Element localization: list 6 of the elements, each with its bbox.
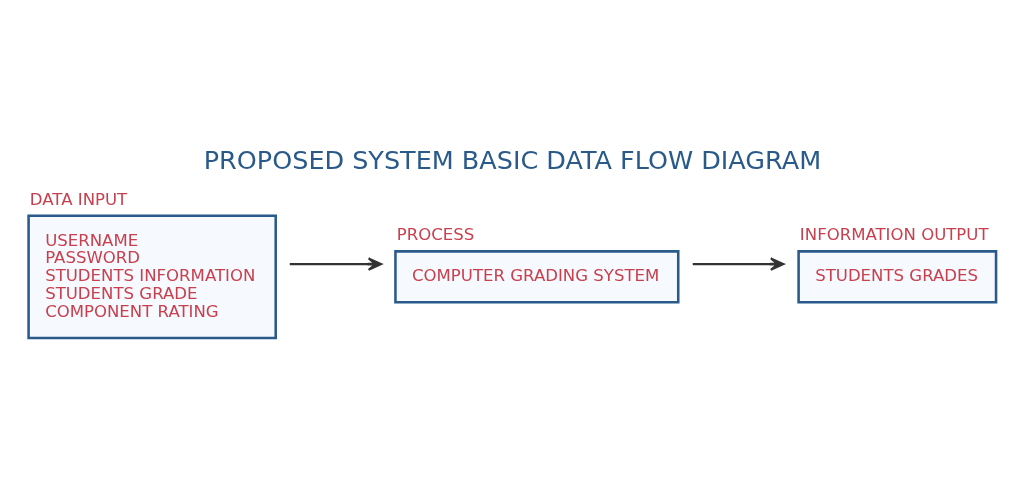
node-label: DATA INPUT <box>29 189 128 209</box>
node-label: PROCESS <box>396 225 475 245</box>
diagram-title: PROPOSED SYSTEM BASIC DATA FLOW DIAGRAM <box>203 144 822 175</box>
arrow <box>692 257 785 271</box>
arrow <box>289 257 383 271</box>
node-label: INFORMATION OUTPUT <box>799 225 989 245</box>
